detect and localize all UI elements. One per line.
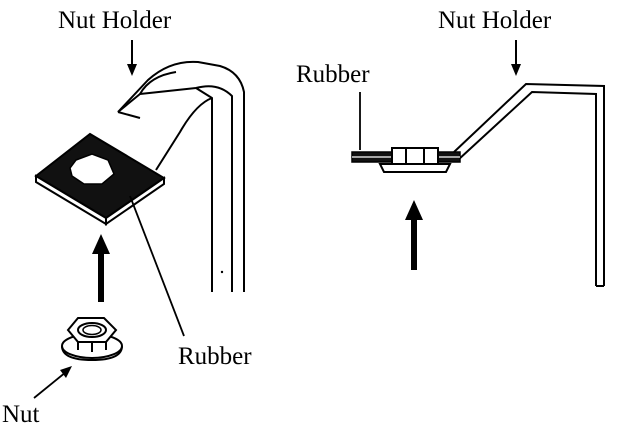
right-nut-side bbox=[378, 147, 452, 173]
left-rubber-pad bbox=[34, 132, 166, 226]
right-nut-holder-bracket bbox=[453, 82, 605, 287]
left-pad-hole bbox=[69, 153, 115, 185]
nut-label: Nut bbox=[2, 401, 40, 428]
left-view: Nut Holder Rubber Nut bbox=[2, 7, 252, 428]
left-speck bbox=[220, 270, 224, 274]
left-up-arrow bbox=[92, 234, 110, 302]
right-holder-arrow bbox=[511, 40, 521, 76]
left-nut-holder-label: Nut Holder bbox=[58, 7, 172, 34]
right-rubber-label: Rubber bbox=[296, 61, 370, 88]
right-up-arrow bbox=[405, 200, 423, 270]
left-rubber-leader bbox=[129, 195, 185, 337]
left-holder-arrow bbox=[127, 40, 137, 76]
left-rubber-label: Rubber bbox=[178, 343, 252, 370]
flange-nut bbox=[61, 317, 123, 362]
nut-leader-arrow bbox=[33, 366, 72, 399]
right-view: Nut Holder Rubber bbox=[296, 7, 605, 287]
left-nut-holder-bracket bbox=[117, 60, 245, 292]
right-nut-holder-label: Nut Holder bbox=[438, 7, 552, 34]
